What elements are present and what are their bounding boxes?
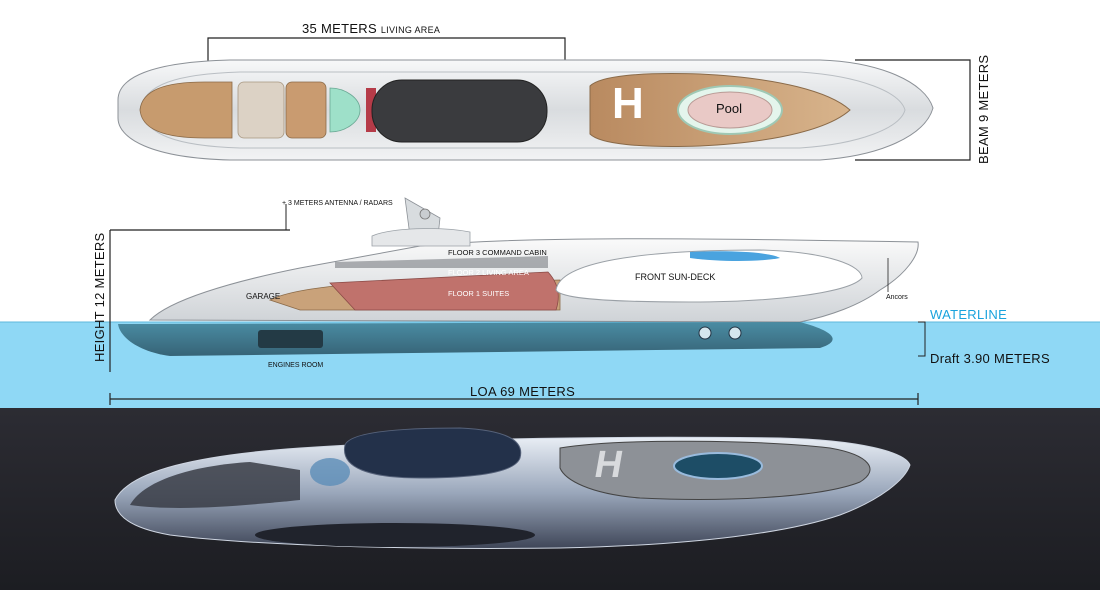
garage-label: GARAGE	[246, 292, 281, 301]
pool-label: Pool	[716, 101, 743, 116]
top-view	[117, 37, 971, 161]
floor1-label: FLOOR 1 SUITES	[448, 289, 510, 298]
thruster-2	[728, 326, 742, 340]
radar-dome	[419, 208, 431, 220]
pool	[687, 91, 773, 129]
antenna-label: + 3 METERS ANTENNA / RADARS	[282, 200, 393, 207]
helipad-marking: H	[612, 79, 644, 128]
height-label: HEIGHT 12 METERS	[92, 232, 107, 362]
engines-room-label: ENGINES ROOM	[268, 362, 324, 369]
floor3-cabin	[335, 256, 548, 268]
aft-deck	[139, 81, 233, 139]
loa-label: LOA 69 METERS	[470, 384, 576, 399]
beam-label: BEAM 9 METERS	[976, 54, 991, 164]
sundeck-opening	[555, 249, 863, 303]
render-view	[0, 408, 1100, 590]
render-pool	[673, 452, 763, 480]
living-area-unit: LIVING AREA	[380, 25, 441, 35]
engine-block	[258, 330, 323, 348]
ancors-label: Ancors	[886, 294, 908, 301]
mid-deck	[285, 81, 327, 139]
sundeck-label: FRONT SUN-DECK	[635, 272, 716, 282]
red-accent	[366, 88, 376, 132]
beam-bracket	[855, 59, 971, 161]
jacuzzi	[329, 87, 361, 133]
draft-label: Draft 3.90 METERS	[930, 351, 1050, 366]
aft-lounge	[237, 81, 285, 139]
render-aft-decks	[130, 462, 300, 508]
draft-bracket	[918, 321, 926, 357]
thruster-1	[698, 326, 712, 340]
waterline-label: WATERLINE	[930, 307, 1008, 322]
floor2-label: FLOOR 2 LIVING AREA	[448, 268, 529, 277]
living-area-value: 35 METERS	[302, 21, 377, 36]
render-solar-roof	[343, 427, 522, 479]
render-jacuzzi	[310, 458, 350, 486]
floor2-living	[329, 271, 559, 311]
render-hull-window	[255, 523, 535, 547]
top-hull-inner-line	[139, 71, 906, 149]
glass-roof	[371, 79, 548, 143]
floor3-label: FLOOR 3 COMMAND CABIN	[448, 248, 547, 257]
living-area-label: 35 METERS LIVING AREA	[302, 21, 440, 36]
command-roof	[371, 228, 471, 247]
sundeck-pool-edge	[690, 251, 780, 261]
side-view	[0, 197, 1100, 408]
